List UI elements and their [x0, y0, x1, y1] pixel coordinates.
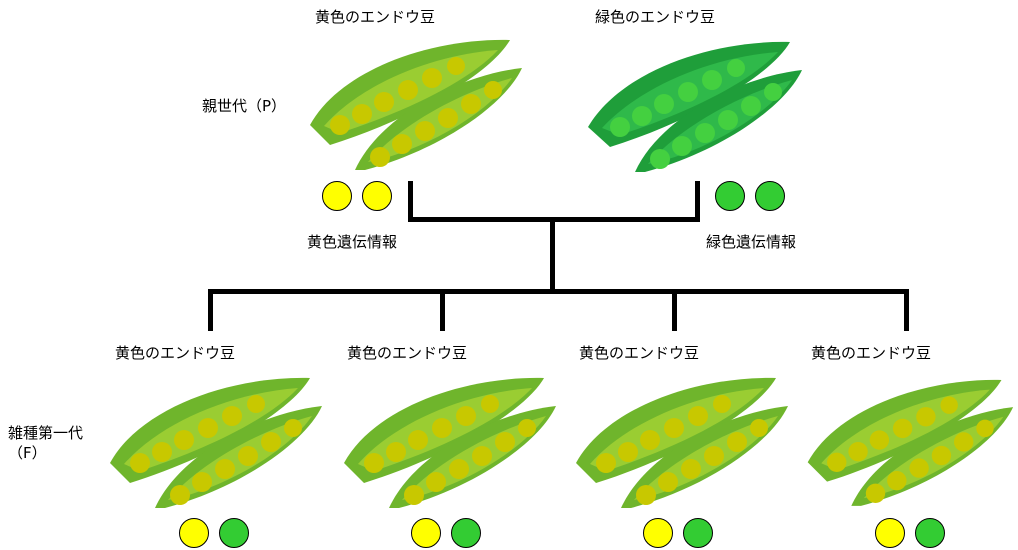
offspring-4-allele-yellow — [875, 518, 905, 548]
offspring-2-yellow-pea-pod-image — [344, 377, 556, 508]
offspring-2-allele-green — [451, 518, 481, 548]
offspring-2-allele-yellow — [411, 518, 441, 548]
parent-yellow-allele-2 — [362, 181, 392, 211]
connector-offspring-horizontal — [208, 289, 909, 294]
parent-green-title: 緑色のエンドウ豆 — [595, 8, 716, 26]
connector-parent-horizontal — [408, 217, 700, 222]
offspring-3-yellow-pea-pod-image — [576, 377, 788, 508]
offspring-4-title: 黄色のエンドウ豆 — [811, 344, 932, 362]
offspring-generation-label-line2: （F） — [8, 444, 47, 462]
connector-offspring-1-vertical — [208, 291, 213, 331]
offspring-3-title: 黄色のエンドウ豆 — [579, 344, 700, 362]
connector-offspring-2-vertical — [440, 291, 445, 331]
offspring-4-yellow-pea-pod-image — [807, 379, 1014, 506]
connector-offspring-3-vertical — [672, 291, 677, 331]
yellow-pod-back — [310, 39, 510, 145]
parent-yellow-title: 黄色のエンドウ豆 — [315, 8, 436, 26]
yellow-pod-front — [355, 68, 522, 170]
offspring-3-allele-green — [683, 518, 713, 548]
connector-trunk-vertical — [550, 220, 555, 292]
offspring-generation-label-line1: 雑種第一代 — [8, 424, 84, 442]
offspring-4-allele-green — [915, 518, 945, 548]
parent-green-allele-1 — [715, 181, 745, 211]
connector-parent-yellow-vertical — [408, 181, 413, 221]
green-pod-front — [635, 70, 802, 172]
connector-offspring-4-vertical — [904, 291, 909, 331]
offspring-1-allele-green — [219, 518, 249, 548]
parent-generation-label: 親世代（P） — [202, 97, 287, 115]
green-pod-back — [588, 41, 790, 147]
offspring-3-allele-yellow — [643, 518, 673, 548]
parent-yellow-allele-1 — [322, 181, 352, 211]
offspring-generation-label: 雑種第一代 （F） — [8, 423, 83, 463]
offspring-1-title: 黄色のエンドウ豆 — [115, 344, 236, 362]
parent-green-info-label: 緑色遺伝情報 — [706, 233, 797, 251]
offspring-2-title: 黄色のエンドウ豆 — [347, 344, 468, 362]
parent-yellow-info-label: 黄色遺伝情報 — [307, 233, 398, 251]
green-pea-pod-image — [588, 41, 802, 172]
offspring-1-yellow-pea-pod-image — [110, 377, 322, 508]
parent-green-allele-2 — [755, 181, 785, 211]
connector-parent-green-vertical — [695, 181, 700, 221]
offspring-1-allele-yellow — [179, 518, 209, 548]
yellow-pea-pod-image — [310, 39, 522, 170]
